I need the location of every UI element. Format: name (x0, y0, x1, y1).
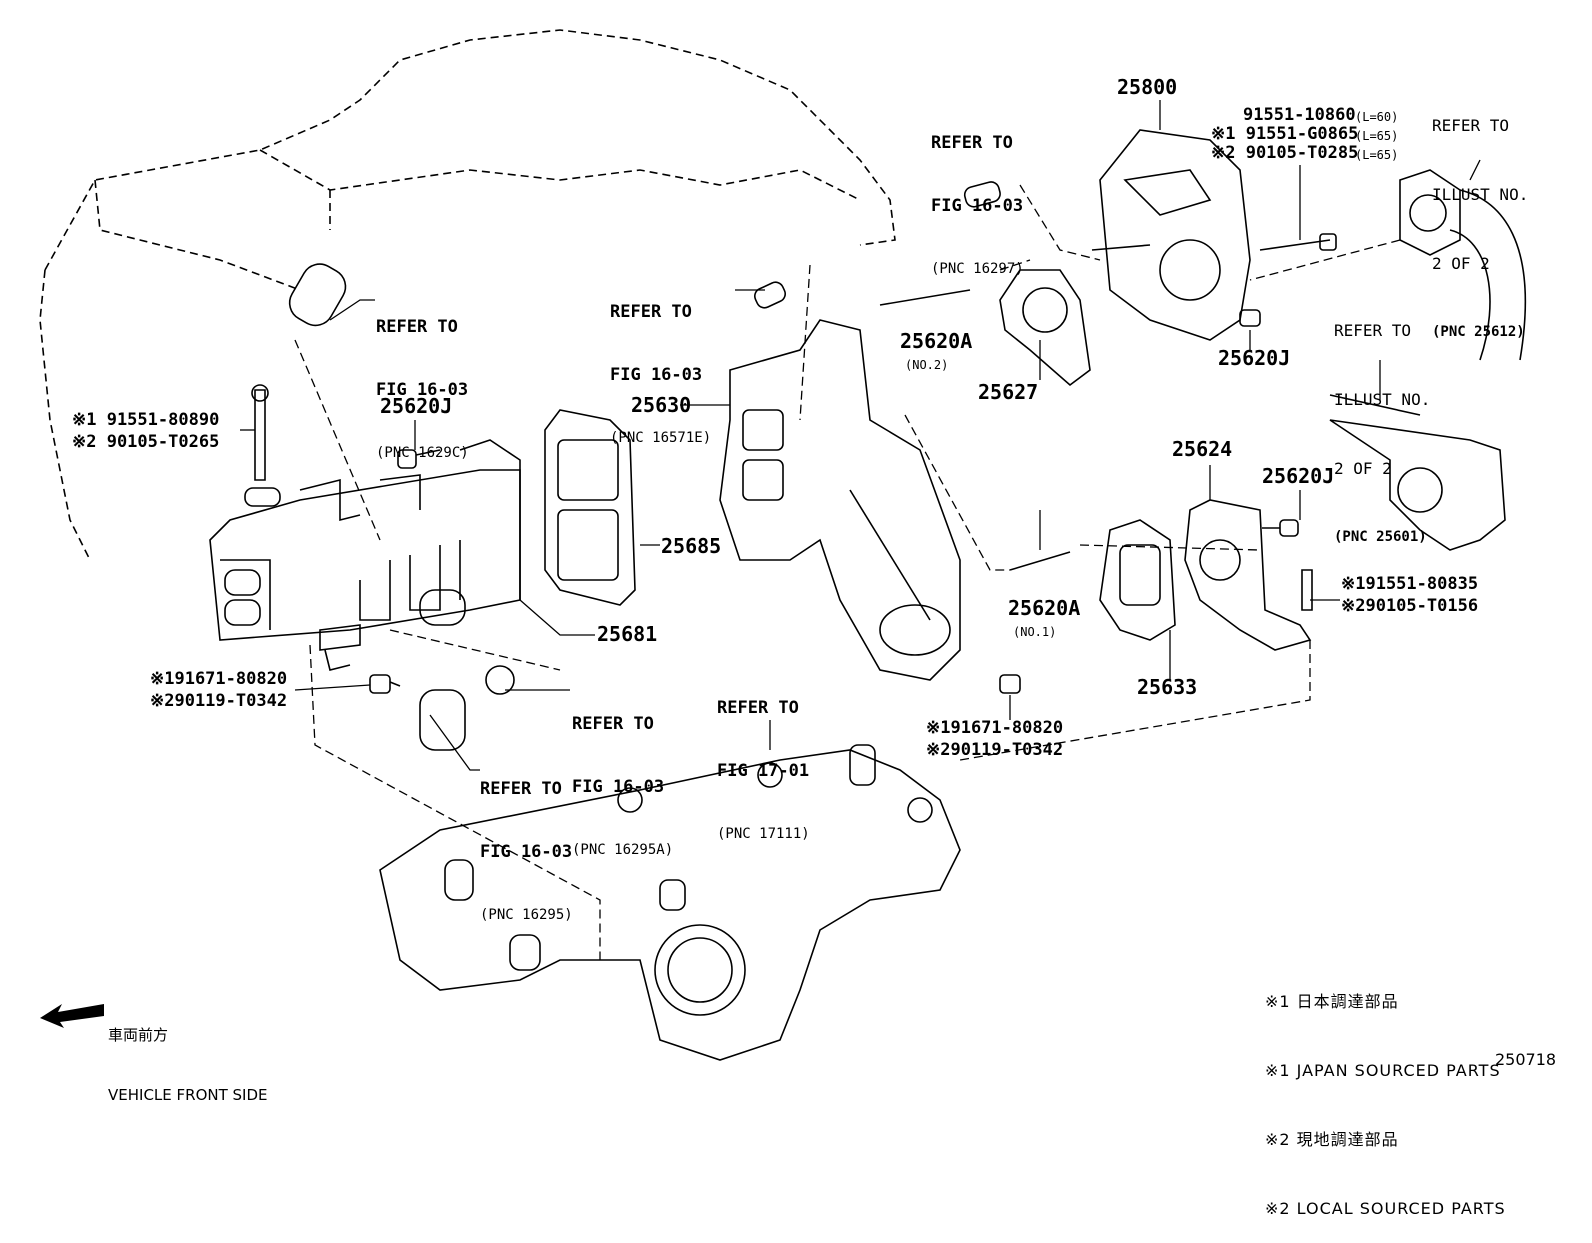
bolt-91551-80890: ※1 91551-80890 (72, 410, 220, 430)
callout-title: REFER TO (572, 714, 654, 734)
callout-fig2: 2 OF 2 (1334, 459, 1392, 478)
callout-fig: ILLUST NO. (1334, 390, 1431, 409)
gasket-25627 (999, 269, 1091, 387)
gasket-25633 (1099, 519, 1176, 641)
callout-fig2: 2 OF 2 (1432, 254, 1490, 273)
bolt-90105-t0285: ※2 90105-T0285 (1211, 143, 1359, 163)
callout-fig: FIG 16-03 (572, 777, 665, 797)
part-25620j-right-top: 25620J (1218, 346, 1291, 370)
bolt-90105-t0156: ※290105-T0156 (1341, 596, 1479, 616)
callout-ref-16571e: REFER TO FIG 16-03 (PNC 16571E) (610, 260, 711, 470)
callout-ref-25612: REFER TO ILLUST NO. 2 OF 2 (PNC 25612) (1432, 68, 1528, 367)
exploded-parts-diagram (39, 29, 1527, 1061)
legend-line-3: ※2 現地調達部品 (1265, 1130, 1399, 1149)
legend-line-1: ※1 日本調達部品 (1265, 992, 1399, 1011)
bolt-91671-80820-left: ※191671-80820 (150, 669, 288, 689)
callout-fig: ILLUST NO. (1432, 185, 1529, 204)
callout-title: REFER TO (1432, 116, 1510, 135)
pipe-flange-25612 (1399, 169, 1527, 361)
bolt-90119-t0342-left: ※290119-T0342 (150, 691, 288, 711)
callout-title: REFER TO (376, 317, 458, 337)
vehicle-front-en: VEHICLE FRONT SIDE (108, 1086, 268, 1104)
callout-pnc: (PNC 16295A) (572, 842, 674, 858)
callout-pnc: (PNC 25612) (1432, 324, 1525, 340)
part-25620a-no1: 25620A (1008, 596, 1081, 620)
callout-fig: FIG 16-03 (610, 365, 703, 385)
bolt-91551-g0865: ※1 91551-G0865 (1211, 124, 1359, 144)
part-25685: 25685 (661, 534, 722, 558)
bolt-91671-80820-right: ※191671-80820 (926, 718, 1064, 738)
callout-ref-16297: REFER TO FIG 16-03 (PNC 16297) (931, 91, 1024, 301)
callout-pnc: (PNC 16297) (931, 261, 1024, 277)
egr-valve-25630 (719, 319, 961, 681)
part-25620j-right: 25620J (1262, 464, 1335, 488)
bolt-91551-80835: ※191551-80835 (1341, 574, 1479, 594)
legend-line-4: ※2 LOCAL SOURCED PARTS (1265, 1199, 1506, 1218)
figure-number: 250718 (1495, 1050, 1557, 1069)
callout-pnc: (PNC 16571E) (610, 430, 712, 446)
part-25620a-no2-note: (NO.2) (905, 358, 949, 372)
bolt-icon-group (251, 233, 1337, 694)
callout-pnc: (PNC 16295) (480, 907, 573, 923)
pipe-25601 (1329, 394, 1506, 551)
bolt-l60: (L=60) (1355, 110, 1399, 124)
part-25620a-no2: 25620A (900, 329, 973, 353)
part-25800: 25800 (1117, 75, 1178, 99)
egr-valve-actuator-25800 (1099, 129, 1251, 341)
callout-fig: FIG 16-03 (376, 380, 469, 400)
part-25681: 25681 (597, 622, 658, 646)
egr-cooler (209, 439, 521, 671)
part-25627: 25627 (978, 380, 1039, 404)
callout-title: REFER TO (717, 698, 799, 718)
callout-ref-25601: REFER TO ILLUST NO. 2 OF 2 (PNC 25601) (1334, 273, 1430, 572)
part-25633: 25633 (1137, 675, 1198, 699)
part-25620a-no1-note: (NO.1) (1013, 625, 1057, 639)
callout-fig: FIG 16-03 (480, 842, 573, 862)
intake-manifold (379, 744, 961, 1061)
bolt-90105-t0265: ※2 90105-T0265 (72, 432, 220, 452)
gasket-25685 (544, 409, 636, 606)
callout-title: REFER TO (610, 302, 692, 322)
vehicle-front-jp: 車両前方 (108, 1026, 169, 1044)
callout-ref-16295: REFER TO FIG 16-03 (PNC 16295) (480, 737, 573, 947)
vehicle-front-label: 車両前方 VEHICLE FRONT SIDE (108, 985, 268, 1125)
callout-title: REFER TO (480, 779, 562, 799)
assembly-leader-lines (294, 184, 1401, 960)
hose-pieces (288, 181, 1001, 751)
bolt-l65a: (L=65) (1355, 129, 1399, 143)
callout-title: REFER TO (1334, 321, 1412, 340)
part-25620j-top: 25620J (380, 394, 453, 418)
callout-ref-17111: REFER TO FIG 17-01 (PNC 17111) (717, 656, 810, 866)
bolt-91551-10860: 91551-10860 (1243, 105, 1356, 125)
part-25624: 25624 (1172, 437, 1233, 461)
callout-pnc: (PNC 1629C) (376, 445, 469, 461)
bolt-90119-t0342-right: ※290119-T0342 (926, 740, 1064, 760)
legend-line-2: ※1 JAPAN SOURCED PARTS (1265, 1061, 1501, 1080)
bolt-l65b: (L=65) (1355, 148, 1399, 162)
sourcing-legend: ※1 日本調達部品 ※1 JAPAN SOURCED PARTS ※2 現地調達… (1265, 944, 1506, 1243)
plate-25624 (1184, 499, 1312, 651)
callout-pnc: (PNC 25601) (1334, 529, 1427, 545)
callout-ref-1629c: REFER TO FIG 16-03 (PNC 1629C) (376, 275, 469, 485)
callout-fig: FIG 17-01 (717, 761, 810, 781)
arrow-left-icon (40, 1004, 104, 1028)
callout-ref-16295a: REFER TO FIG 16-03 (PNC 16295A) (572, 672, 673, 882)
callout-fig: FIG 16-03 (931, 196, 1024, 216)
callout-leader-lines (240, 100, 1481, 771)
callout-title: REFER TO (931, 133, 1013, 153)
callout-pnc: (PNC 17111) (717, 826, 810, 842)
part-25630: 25630 (631, 393, 692, 417)
engine-block-outline (39, 29, 896, 561)
